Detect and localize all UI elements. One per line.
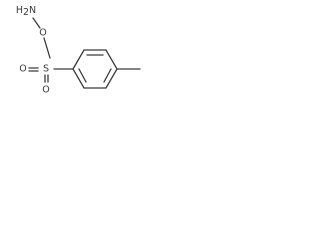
ether-oxygen-label: O [39,28,46,39]
amine-nitrogen-label: H2N [16,5,36,18]
sulfur-label: S [43,64,49,75]
amine-h-subscript: 2 [23,7,29,18]
bond-n-o [32,17,41,29]
bond-o-s [43,37,51,59]
amine-h: H [16,5,23,16]
ring-double-bond-3 [78,68,87,83]
amine-n: N [29,5,36,16]
ring-double-bond-2 [103,68,112,83]
oxo-oxygen-bottom-label: O [42,85,49,96]
structure-diagram: H2N O S O O [16,5,141,96]
oxo-oxygen-left-label: O [19,64,26,75]
